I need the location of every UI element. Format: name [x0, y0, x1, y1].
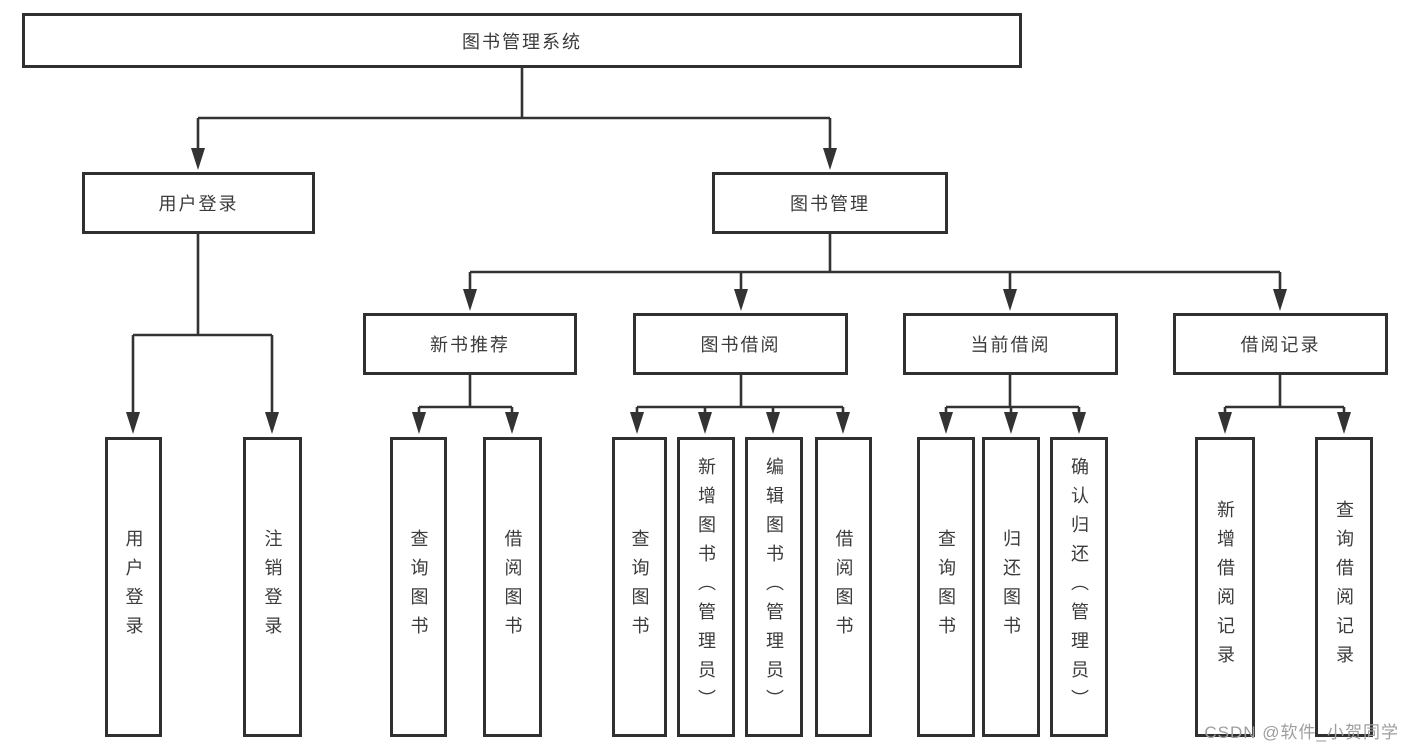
node-user-login: 用户登录 — [82, 172, 315, 234]
leaf-add-borrow-record: 新增借阅记录 — [1195, 437, 1255, 737]
node-book-management: 图书管理 — [712, 172, 948, 234]
connector-book-borrow-to-leaves — [635, 375, 845, 414]
connector-root-to-level2 — [196, 68, 832, 150]
leaf-borrow-books: 借阅图书 — [815, 437, 872, 737]
leaf-query-books-borrow: 查询图书 — [612, 437, 667, 737]
connector-current-borrow-to-leaves — [944, 375, 1081, 414]
leaf-confirm-return-admin: 确认归还（管理员） — [1050, 437, 1108, 737]
node-new-book-recommendation: 新书推荐 — [363, 313, 577, 375]
leaf-query-borrow-record: 查询借阅记录 — [1315, 437, 1373, 737]
leaf-add-books-admin: 新增图书（管理员） — [677, 437, 735, 737]
leaf-logout: 注销登录 — [243, 437, 302, 737]
node-borrowing-records: 借阅记录 — [1173, 313, 1388, 375]
leaf-borrow-books-recommend: 借阅图书 — [483, 437, 542, 737]
node-root-system: 图书管理系统 — [22, 13, 1022, 68]
leaf-query-books-current: 查询图书 — [917, 437, 975, 737]
connector-user-login-to-leaves — [131, 234, 274, 414]
leaf-edit-books-admin: 编辑图书（管理员） — [745, 437, 803, 737]
leaf-return-books: 归还图书 — [982, 437, 1040, 737]
leaf-user-login: 用户登录 — [105, 437, 162, 737]
connector-borrow-records-to-leaves — [1223, 375, 1346, 414]
node-current-borrowing: 当前借阅 — [903, 313, 1118, 375]
connector-book-mgmt-to-level3 — [468, 234, 1282, 293]
csdn-watermark: CSDN @软件_小贺同学 — [1204, 723, 1399, 742]
connector-new-book-to-leaves — [417, 375, 514, 414]
leaf-query-books-recommend: 查询图书 — [390, 437, 447, 737]
node-book-borrowing: 图书借阅 — [633, 313, 848, 375]
